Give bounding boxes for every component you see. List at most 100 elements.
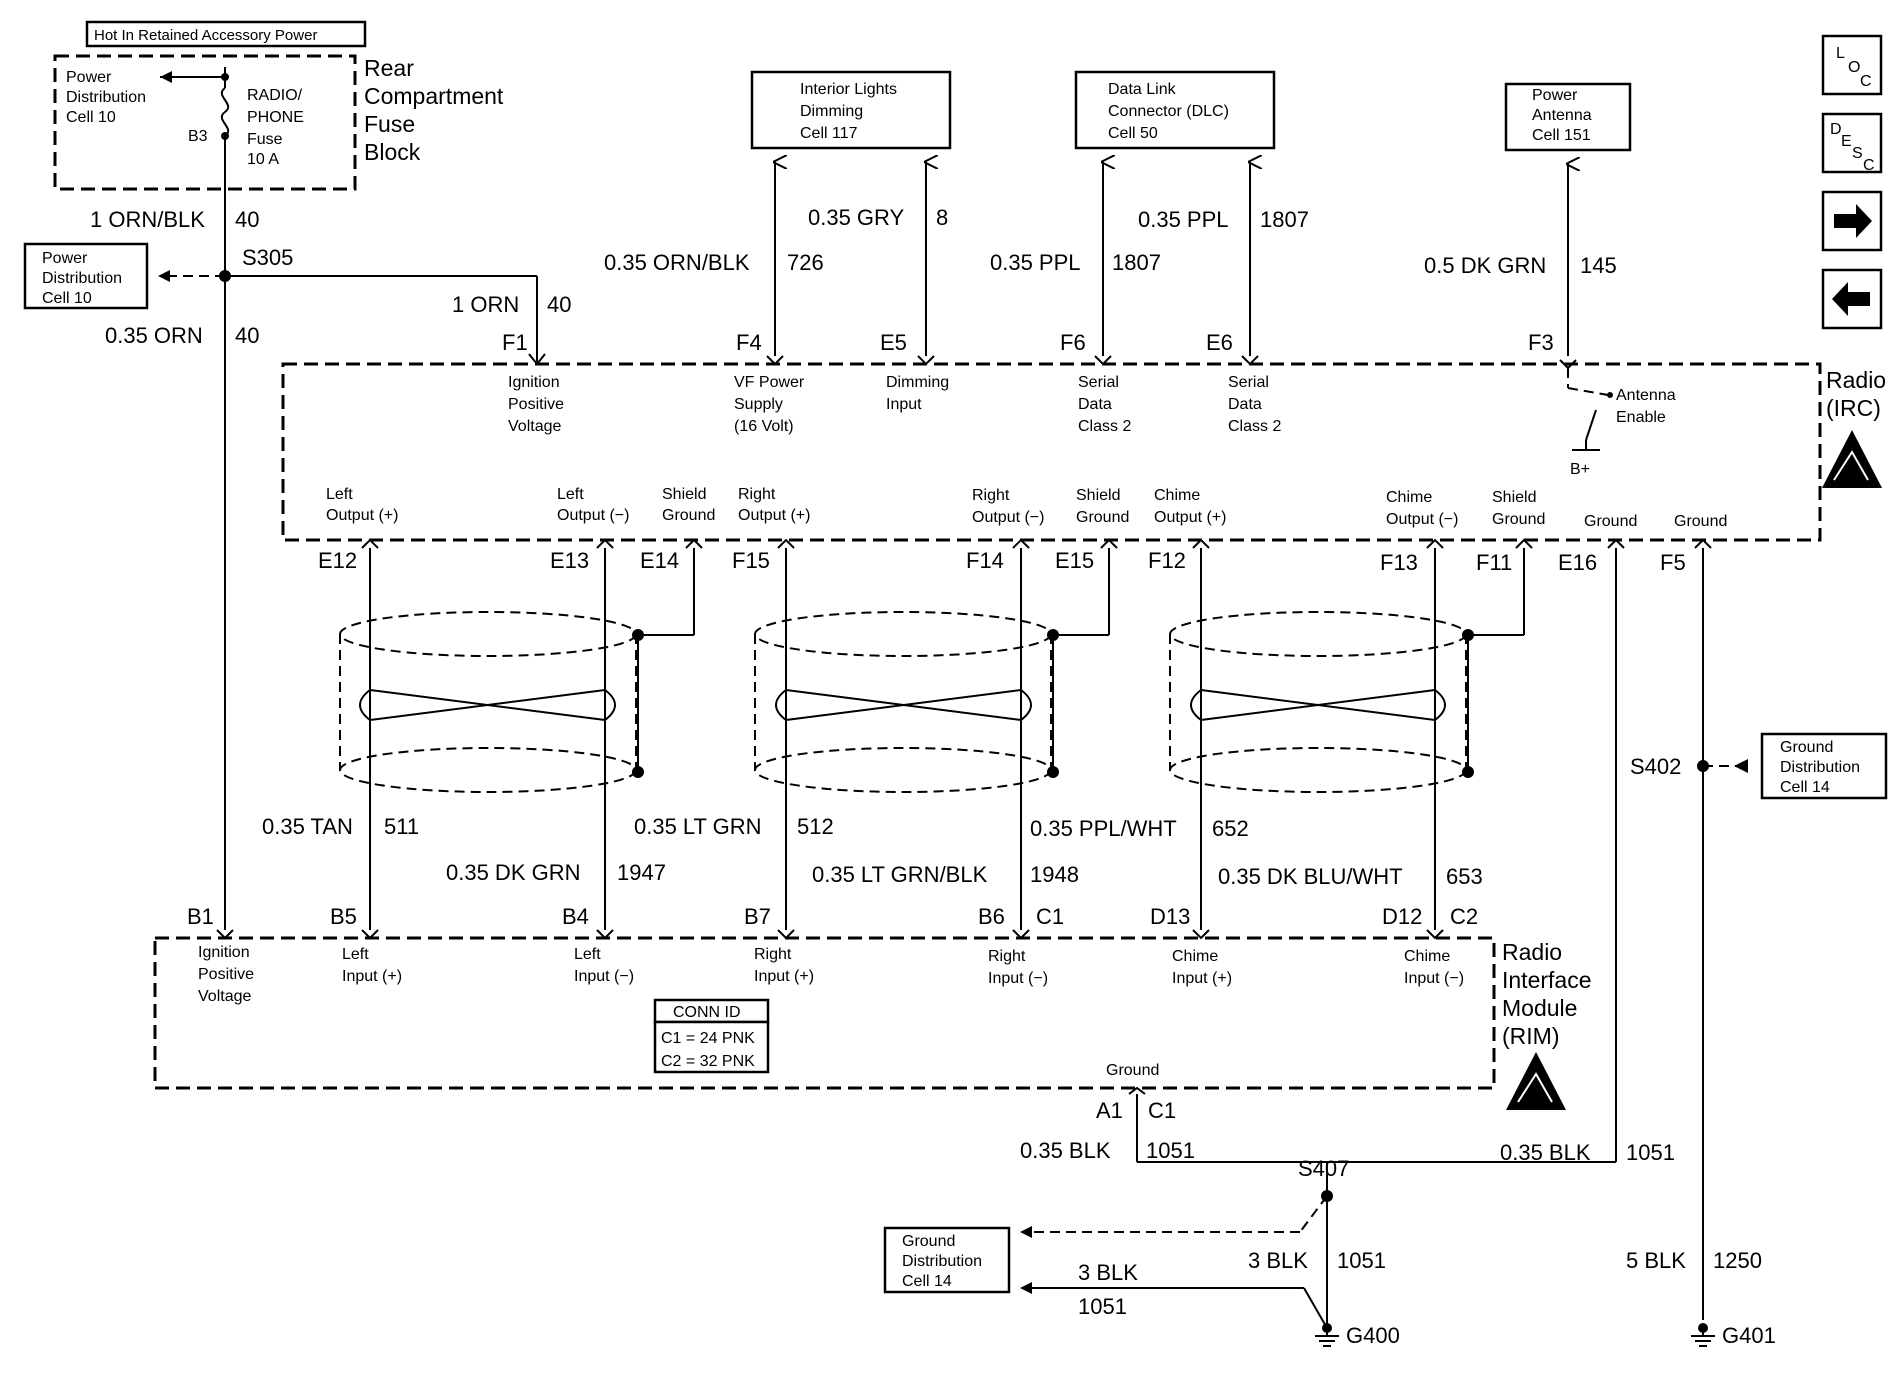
- antenna-enable-switch: Antenna Enable B+: [1559, 359, 1676, 478]
- fuse-id: B3: [188, 128, 208, 145]
- svg-text:B5: B5: [330, 904, 357, 929]
- svg-text:Output (+): Output (+): [1154, 509, 1226, 526]
- splice-s402: S402: [1630, 754, 1709, 779]
- ground-g401-label: G401: [1722, 1323, 1776, 1348]
- svg-text:Input (+): Input (+): [1172, 970, 1232, 987]
- svg-text:Right: Right: [988, 948, 1026, 965]
- svg-text:VF Power: VF Power: [734, 374, 805, 391]
- fuse-block-name-2: Compartment: [364, 83, 504, 109]
- hot-in-text: Hot In Retained Accessory Power: [94, 27, 317, 44]
- svg-text:Dimming: Dimming: [886, 374, 949, 391]
- rim-name-1: Radio: [1502, 939, 1562, 965]
- svg-text:E13: E13: [550, 548, 589, 573]
- radio-name-1: Radio: [1826, 367, 1886, 393]
- svg-text:Cell 50: Cell 50: [1108, 125, 1158, 142]
- svg-text:Power: Power: [42, 250, 88, 267]
- splice-s305: S305: [219, 245, 293, 282]
- svg-text:Shield: Shield: [1076, 487, 1120, 504]
- w-g401-gauge: 5 BLK: [1626, 1248, 1686, 1273]
- w-rim-gnd-circuit: 1051: [1146, 1138, 1195, 1163]
- svg-text:C: C: [1860, 73, 1872, 90]
- svg-text:Ignition: Ignition: [508, 374, 560, 391]
- svg-text:Output (−): Output (−): [972, 509, 1044, 526]
- svg-text:C2 = 32 PNK: C2 = 32 PNK: [661, 1053, 755, 1070]
- svg-text:0.35 LT GRN: 0.35 LT GRN: [634, 814, 762, 839]
- svg-text:512: 512: [797, 814, 834, 839]
- rear-fuse-block: Rear Compartment Fuse Block Power Distri…: [53, 54, 504, 191]
- svg-text:C1: C1: [1036, 904, 1064, 929]
- svg-text:Left: Left: [342, 946, 369, 963]
- svg-text:Class 2: Class 2: [1228, 418, 1281, 435]
- svg-text:Antenna: Antenna: [1616, 387, 1676, 404]
- svg-text:D13: D13: [1150, 904, 1190, 929]
- svg-text:0.35 DK BLU/WHT: 0.35 DK BLU/WHT: [1218, 864, 1403, 889]
- svg-text:F11: F11: [1476, 550, 1512, 575]
- ref-power-distribution-left[interactable]: Power Distribution Cell 10: [23, 242, 149, 310]
- svg-text:Ground: Ground: [662, 507, 715, 524]
- svg-text:Power: Power: [1532, 87, 1578, 104]
- svg-text:Output (−): Output (−): [1386, 511, 1458, 528]
- svg-text:F13: F13: [1380, 550, 1418, 575]
- svg-text:Positive: Positive: [198, 966, 254, 983]
- rim-ground-pin-c: C1: [1148, 1098, 1176, 1123]
- w-g400-circuit: 1051: [1337, 1248, 1386, 1273]
- svg-text:Antenna: Antenna: [1532, 107, 1592, 124]
- ref-ground-distribution-right[interactable]: Ground Distribution Cell 14: [1760, 732, 1888, 800]
- esd-warning-icon: [1822, 430, 1882, 488]
- svg-text:D12: D12: [1382, 904, 1422, 929]
- top-pin-chevrons: [528, 353, 1259, 366]
- svg-text:Serial: Serial: [1078, 374, 1119, 391]
- twisted-pair-right: [1169, 611, 1474, 793]
- radio-irc-box: Radio (IRC): [281, 362, 1886, 542]
- svg-text:Connector (DLC): Connector (DLC): [1108, 103, 1229, 120]
- fuse-block-name-3: Fuse: [364, 111, 415, 137]
- hot-in-header: Hot In Retained Accessory Power: [85, 20, 367, 48]
- svg-text:B7: B7: [744, 904, 771, 929]
- ref-power-antenna[interactable]: Power Antenna Cell 151: [1504, 82, 1632, 152]
- svg-text:Output (+): Output (+): [738, 507, 810, 524]
- w-f3-gauge: 0.5 DK GRN: [1424, 253, 1546, 278]
- svg-text:Input (−): Input (−): [1404, 970, 1464, 987]
- rim-ground-pin-a: A1: [1096, 1098, 1123, 1123]
- svg-text:Left: Left: [574, 946, 601, 963]
- ref-dlc[interactable]: Data Link Connector (DLC) Cell 50: [1074, 70, 1276, 150]
- rim-name-3: Module: [1502, 995, 1577, 1021]
- w-fuse-out-gauge: 1 ORN/BLK: [90, 207, 205, 232]
- svg-text:CONN ID: CONN ID: [673, 1004, 741, 1021]
- w-e6-gauge: 0.35 PPL: [1138, 207, 1229, 232]
- svg-text:E16: E16: [1558, 550, 1597, 575]
- fuse-pd-3: Cell 10: [66, 109, 116, 126]
- ref-interior-lights[interactable]: Interior Lights Dimming Cell 117: [750, 70, 952, 150]
- ground-g400-label: G400: [1346, 1323, 1400, 1348]
- desc-icon[interactable]: D E S C: [1821, 112, 1883, 174]
- rim-box: Radio Interface Module (RIM): [153, 936, 1592, 1110]
- svg-text:Distribution: Distribution: [42, 270, 122, 287]
- svg-text:Ground: Ground: [1584, 513, 1637, 530]
- svg-text:Cell 14: Cell 14: [1780, 779, 1830, 796]
- svg-text:B1: B1: [187, 904, 214, 929]
- svg-text:Distribution: Distribution: [902, 1253, 982, 1270]
- svg-text:0.35 LT GRN/BLK: 0.35 LT GRN/BLK: [812, 862, 988, 887]
- w-f6-gauge: 0.35 PPL: [990, 250, 1081, 275]
- next-arrow-icon[interactable]: [1821, 190, 1883, 252]
- ref-ground-distribution-bottom[interactable]: Ground Distribution Cell 14: [883, 1226, 1011, 1294]
- svg-text:L: L: [1836, 45, 1845, 62]
- rim-pin-ids: B1 B5 B4 B7 B6 C1 D13 D12 C2: [187, 904, 1478, 929]
- w-f1-circuit: 40: [547, 292, 571, 317]
- prev-arrow-icon[interactable]: [1821, 268, 1883, 330]
- svg-text:Ground: Ground: [1674, 513, 1727, 530]
- loc-icon[interactable]: L O C: [1821, 34, 1883, 96]
- esd-warning-icon: [1506, 1052, 1566, 1110]
- w-g400-gauge: 3 BLK: [1248, 1248, 1308, 1273]
- svg-text:E12: E12: [318, 548, 357, 573]
- w-gdist-bot-circuit: 1051: [1078, 1294, 1127, 1319]
- svg-text:F12: F12: [1148, 548, 1186, 573]
- w-f6-circuit: 1807: [1112, 250, 1161, 275]
- svg-text:O: O: [1848, 59, 1860, 76]
- w-e5-gauge: 0.35 GRY: [808, 205, 905, 230]
- w-f1-gauge: 1 ORN: [452, 292, 519, 317]
- svg-text:Input (+): Input (+): [754, 968, 814, 985]
- svg-text:Cell 10: Cell 10: [42, 290, 92, 307]
- w-irc-gnd-circuit: 1051: [1626, 1140, 1675, 1165]
- rim-pin-chevrons: [216, 929, 1444, 940]
